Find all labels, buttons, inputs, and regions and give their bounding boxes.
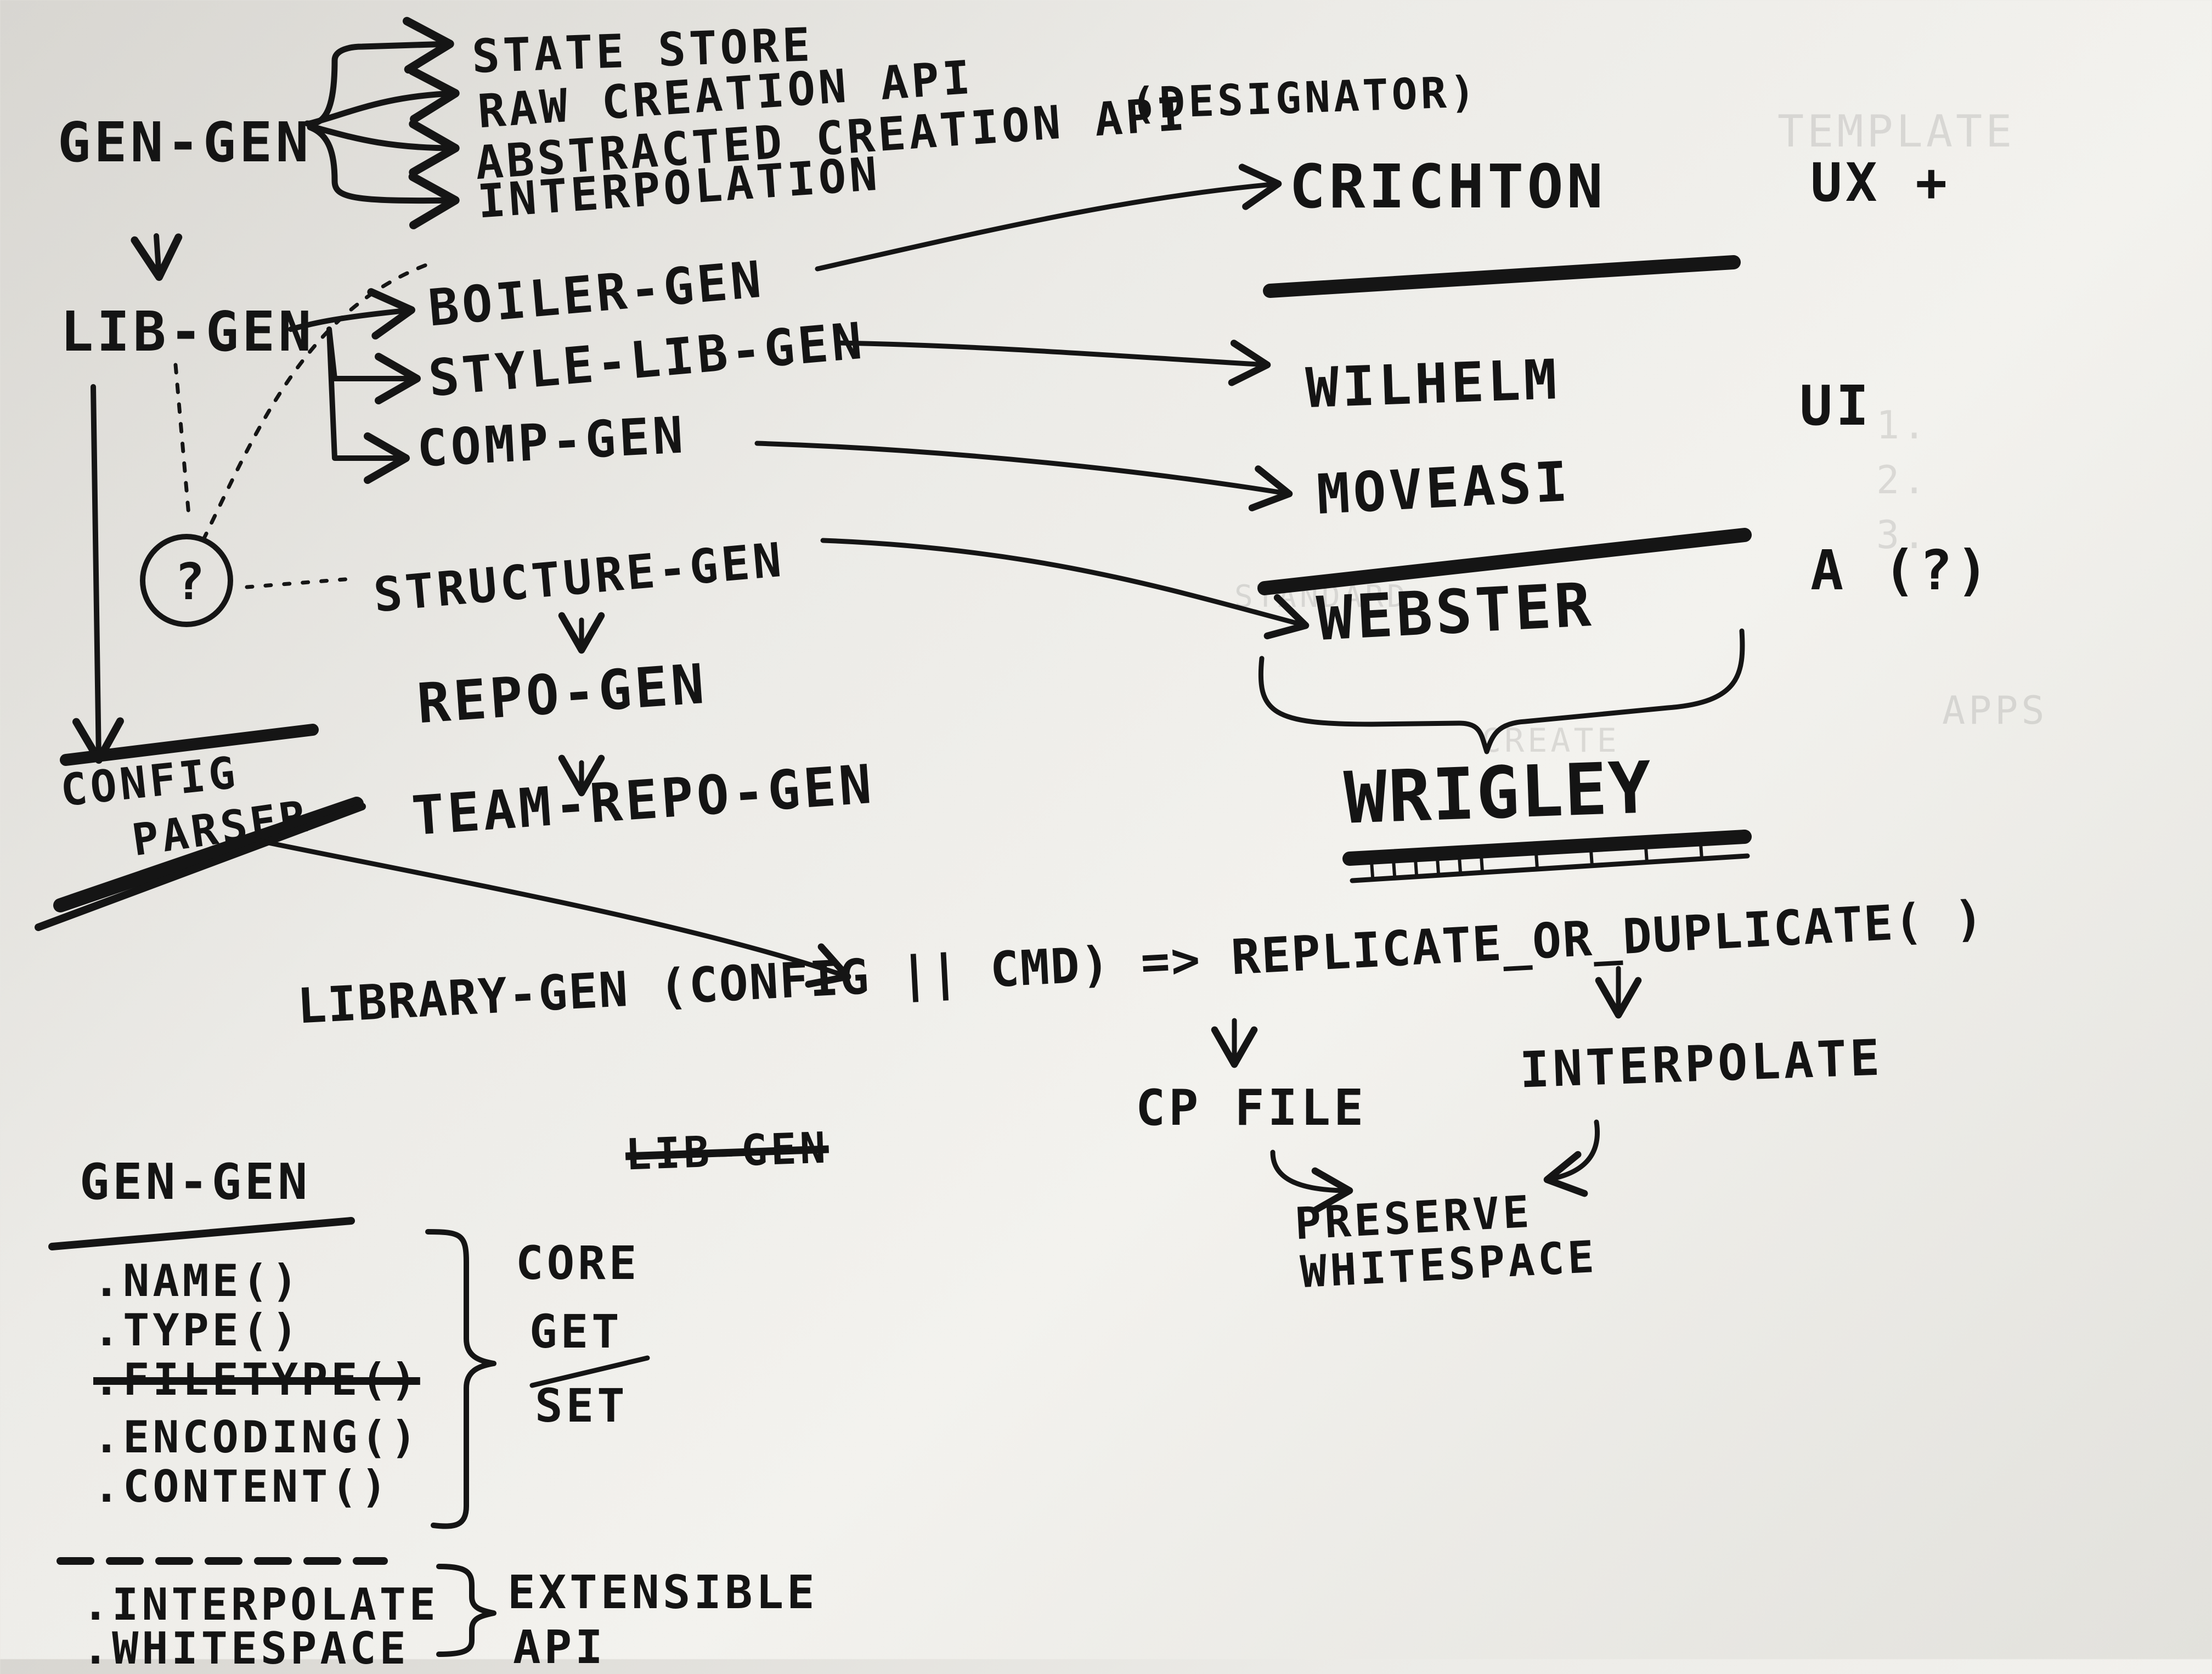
core-label: CORE <box>516 1236 640 1290</box>
lib-gen-branch <box>288 288 415 340</box>
wrigley-brace <box>1258 628 1745 754</box>
gen-gen-to-lib-gen-arrow <box>131 233 183 281</box>
unknown-circle <box>140 534 233 627</box>
wrigley-ruler-ticks <box>1370 842 1703 878</box>
unknown-question-mark: ? <box>174 553 208 611</box>
config-marker <box>60 724 319 766</box>
ghost-text: APPS <box>1942 688 2048 733</box>
method-content: .CONTENT() <box>93 1461 391 1512</box>
cp-file: CP FILE <box>1136 1079 1367 1137</box>
method-interpolate: .INTERPOLATE <box>82 1579 439 1630</box>
extensible-label: EXTENSIBLE <box>507 1565 818 1619</box>
style-lib-to-wilhelm-arrow <box>837 340 1271 386</box>
method-filetype-struck: .FILETYPE() <box>93 1354 420 1405</box>
cp-file-to-preserve-arrow <box>1270 1149 1353 1214</box>
lib-gen-branch <box>326 326 410 484</box>
gen-gen-fan-arrow <box>307 66 460 127</box>
gen-gen-title: GEN-GEN <box>58 110 312 174</box>
api-title-underline <box>48 1217 355 1250</box>
structure-to-webster-arrow <box>820 538 1310 640</box>
gen-gen-fan-arrow <box>307 124 460 229</box>
lib-gen-branch <box>326 326 421 404</box>
role-ux: UX + <box>1810 152 1951 213</box>
role-a: A (?) <box>1810 538 1993 602</box>
method-type: .TYPE() <box>93 1305 302 1356</box>
ghost-text: 2. <box>1876 458 1929 503</box>
ghost-text: 3. <box>1876 512 1929 557</box>
get-set-divider <box>529 1355 650 1388</box>
role-ui: UI <box>1799 374 1872 438</box>
lib-gen-to-config-arrow <box>72 384 124 764</box>
wrigley-ruler-base <box>1350 853 1750 883</box>
dotted-relation <box>201 260 436 543</box>
extensible-brace <box>436 1564 496 1657</box>
method-encoding: .ENCODING() <box>93 1412 420 1463</box>
wrigley-ruler <box>1342 830 1752 866</box>
get-label: GET <box>529 1305 623 1359</box>
dotted-relation <box>173 363 191 523</box>
gen-gen-fan-arrow <box>307 120 460 177</box>
config-marker <box>53 797 364 912</box>
ghost-text: CREATE <box>1481 722 1620 760</box>
ghost-text: 1. <box>1876 403 1929 448</box>
marker-bar <box>1257 528 1752 595</box>
lib-gen-title: LIB-GEN <box>60 300 315 364</box>
config-to-library-arrow <box>250 837 851 988</box>
config-marker <box>35 803 366 931</box>
comp-to-moveasi-arrow <box>754 441 1293 511</box>
core-methods-brace <box>425 1229 496 1529</box>
boiler-to-crichton-arrow <box>815 164 1282 272</box>
interpolate-to-preserve-arrow <box>1543 1119 1600 1197</box>
set-label: SET <box>535 1379 628 1433</box>
api-title: GEN-GEN <box>80 1153 311 1211</box>
marker-bar <box>1263 255 1741 298</box>
gen-gen-fan-spine <box>304 16 454 127</box>
ghost-text: TEMPLATE <box>1778 106 2016 157</box>
dotted-relation <box>245 577 353 589</box>
target-crichton: CRICHTON <box>1289 151 1606 222</box>
method-name: .NAME() <box>93 1255 302 1306</box>
